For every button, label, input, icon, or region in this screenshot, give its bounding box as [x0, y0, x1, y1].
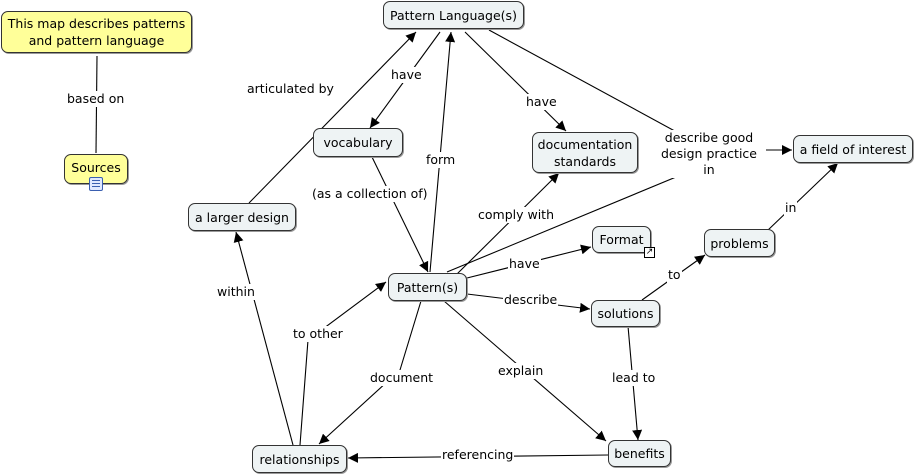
label-explain: explain [497, 363, 545, 379]
link-have-docs [464, 31, 567, 132]
node-vocabulary[interactable]: vocabulary [313, 128, 403, 157]
label-have-vocabulary: have [390, 67, 423, 83]
label-have-docs: have [525, 94, 558, 110]
link-patterns-describe-good [446, 164, 706, 273]
label-in-field: in [784, 200, 798, 216]
label-articulated-by: articulated by [246, 81, 335, 97]
link-articulated-by [248, 31, 417, 204]
node-pattern-languages[interactable]: Pattern Language(s) [383, 1, 524, 29]
node-benefits[interactable]: benefits [608, 440, 671, 467]
label-lead-to: lead to [611, 370, 657, 386]
node-problems[interactable]: problems [704, 229, 775, 257]
label-to-problems: to [667, 267, 682, 283]
label-collection-of: (as a collection of) [311, 186, 429, 202]
node-relationships[interactable]: relationships [252, 445, 347, 473]
link-comply-with [456, 172, 560, 275]
label-comply-with: comply with [477, 207, 555, 223]
shortcut-arrow-icon[interactable]: ↗ [644, 247, 655, 258]
node-larger-design[interactable]: a larger design [188, 203, 296, 231]
link-in-field [766, 162, 839, 232]
node-documentation-standards[interactable]: documentation standards [532, 132, 638, 173]
link-collection-of [371, 156, 429, 273]
label-document: document [369, 370, 435, 386]
link-to-other [299, 281, 387, 446]
label-have-format: have [508, 256, 541, 272]
node-field-of-interest[interactable]: a field of interest [793, 135, 913, 163]
label-describe-good: describe good design practice in [653, 130, 765, 178]
node-solutions[interactable]: solutions [591, 300, 660, 327]
label-describe-solutions: describe [503, 292, 559, 308]
label-referencing: referencing [441, 447, 515, 463]
label-within: within [216, 284, 256, 300]
node-patterns[interactable]: Pattern(s) [388, 273, 467, 301]
map-description-note[interactable]: This map describes patterns and pattern … [1, 11, 192, 53]
label-based-on: based on [66, 91, 126, 107]
label-to-other: to other [292, 326, 344, 342]
link-within [233, 231, 294, 446]
label-form: form [425, 152, 457, 168]
node-sources[interactable]: Sources [64, 154, 128, 184]
document-icon[interactable] [89, 177, 103, 191]
link-describe-good [488, 29, 707, 149]
node-format[interactable]: Format [592, 226, 651, 253]
